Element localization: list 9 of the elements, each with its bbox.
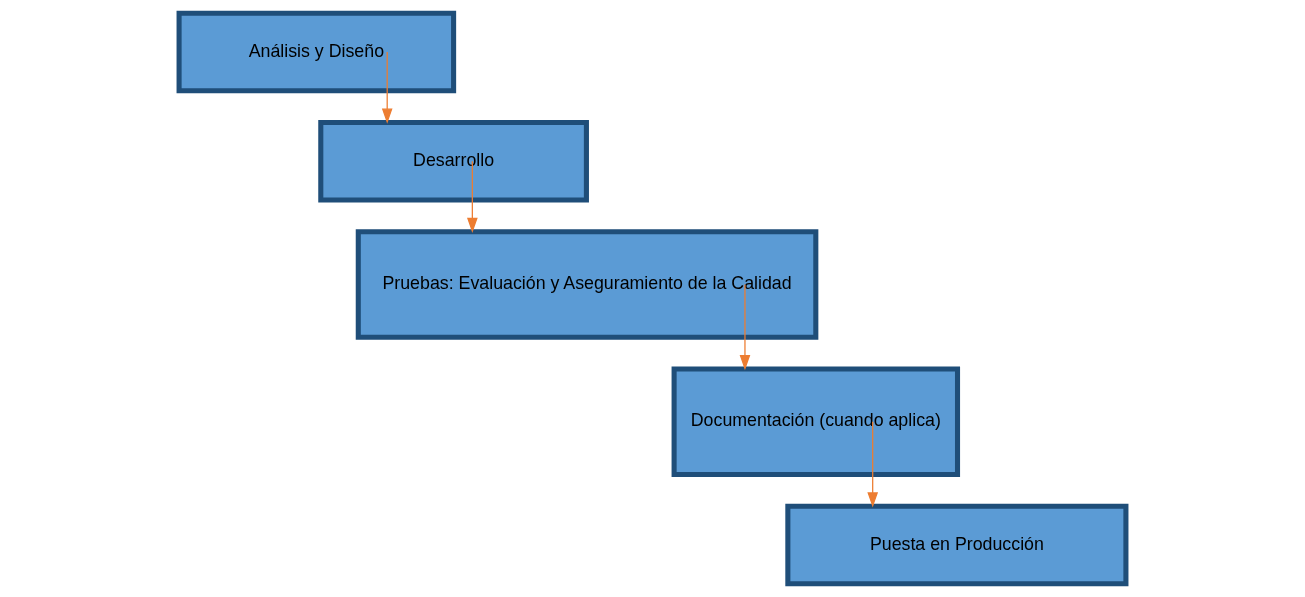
arrow bbox=[867, 421, 879, 508]
node-box: Pruebas: Evaluación y Aseguramiento de la Calidad bbox=[355, 229, 819, 340]
arrow bbox=[381, 51, 393, 124]
arrow bbox=[739, 283, 751, 371]
node-box: Análisis y Diseño bbox=[176, 10, 457, 94]
node-box: Puesta en Producción bbox=[785, 503, 1129, 587]
node-box: Documentación (cuando aplica) bbox=[671, 366, 961, 478]
node-box: Desarrollo bbox=[318, 119, 589, 203]
arrow bbox=[467, 160, 478, 234]
